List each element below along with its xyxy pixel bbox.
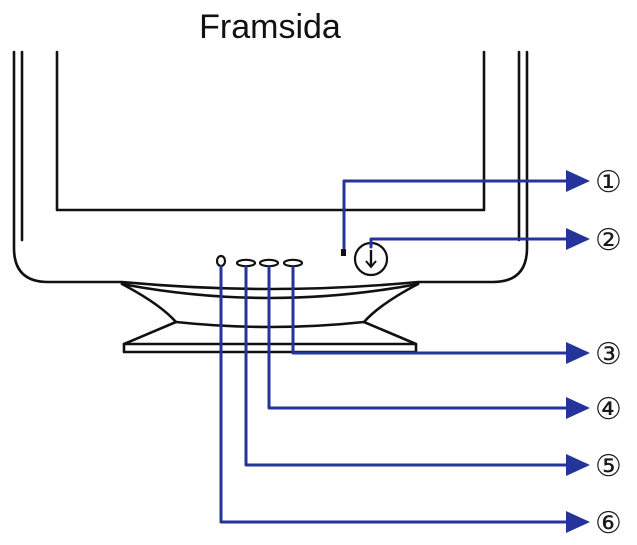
leader-line-5: [244, 265, 570, 467]
arrowhead-1: [566, 170, 590, 192]
callout-number-6: ⑥: [595, 506, 622, 541]
power-indicator-led: [341, 249, 346, 256]
control-button-6: [215, 254, 227, 268]
stand-neck-right: [362, 282, 420, 324]
callout-numbers: ① ② ③ ④ ⑤ ⑥: [595, 165, 622, 541]
control-button-3: [282, 258, 304, 268]
leader-line-6: [219, 265, 570, 524]
diagram-title: Framsida: [199, 8, 341, 46]
callout-number-5: ⑤: [595, 449, 622, 484]
callout-number-4: ④: [595, 392, 622, 427]
leader-line-2: [369, 237, 570, 249]
arrowhead-2: [566, 228, 590, 250]
leader-lines: [219, 179, 570, 524]
callout-number-1: ①: [595, 165, 622, 200]
leader-line-4: [267, 265, 570, 410]
front-controls: [215, 241, 389, 277]
arrowhead-5: [566, 454, 590, 476]
monitor-screen: [55, 50, 486, 212]
callout-number-2: ②: [595, 223, 622, 258]
control-button-5: [235, 258, 257, 268]
monitor-outline: [12, 50, 529, 291]
control-button-4: [258, 258, 280, 268]
leader-arrowheads: [566, 170, 590, 533]
arrowhead-4: [566, 397, 590, 419]
callout-number-3: ③: [595, 337, 622, 372]
leader-line-3: [291, 265, 570, 355]
monitor-bezel: [12, 50, 529, 291]
arrowhead-3: [566, 342, 590, 364]
power-icon-arrow: [365, 260, 377, 269]
stand-neck-left: [120, 282, 178, 324]
arrowhead-6: [566, 511, 590, 533]
leader-line-1: [342, 179, 570, 250]
